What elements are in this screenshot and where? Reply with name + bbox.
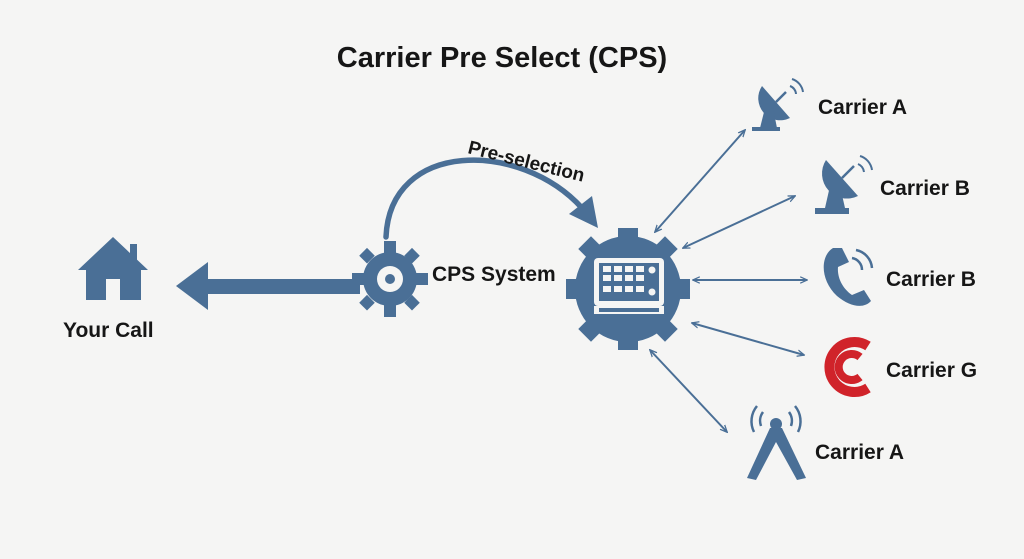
preselection-arrowhead xyxy=(569,196,598,228)
connector-carrier-a-bottom xyxy=(650,350,727,432)
satellite-dish-icon xyxy=(752,78,804,131)
carrier-label-4: Carrier G xyxy=(886,359,978,382)
preselection-arrow xyxy=(383,157,585,240)
page-title: Carrier Pre Select (CPS) xyxy=(336,42,668,74)
your-call-label: Your Call xyxy=(63,319,154,342)
carrier-label-5: Carrier A xyxy=(815,441,905,464)
carrier-logo-icon xyxy=(824,337,871,397)
carrier-label-1: Carrier A xyxy=(818,96,908,119)
phone-handset-icon xyxy=(823,248,874,306)
carrier-label-3: Carrier B xyxy=(886,268,976,291)
satellite-dish-icon xyxy=(815,155,873,214)
connector-carrier-g xyxy=(692,323,804,355)
cps-gear-icon xyxy=(352,241,428,317)
house-icon xyxy=(78,237,148,300)
console-icon xyxy=(594,258,664,314)
call-arrow xyxy=(176,262,360,310)
connector-lines xyxy=(650,130,807,432)
connector-carrier-b-dish xyxy=(683,195,795,249)
connector-carrier-a-top xyxy=(655,130,745,232)
cps-system-label: CPS System xyxy=(432,263,556,286)
preselection-label: Pre-selection xyxy=(466,137,587,186)
central-gear-icon xyxy=(566,228,690,350)
radio-tower-icon xyxy=(747,405,806,480)
carrier-label-2: Carrier B xyxy=(880,177,970,200)
